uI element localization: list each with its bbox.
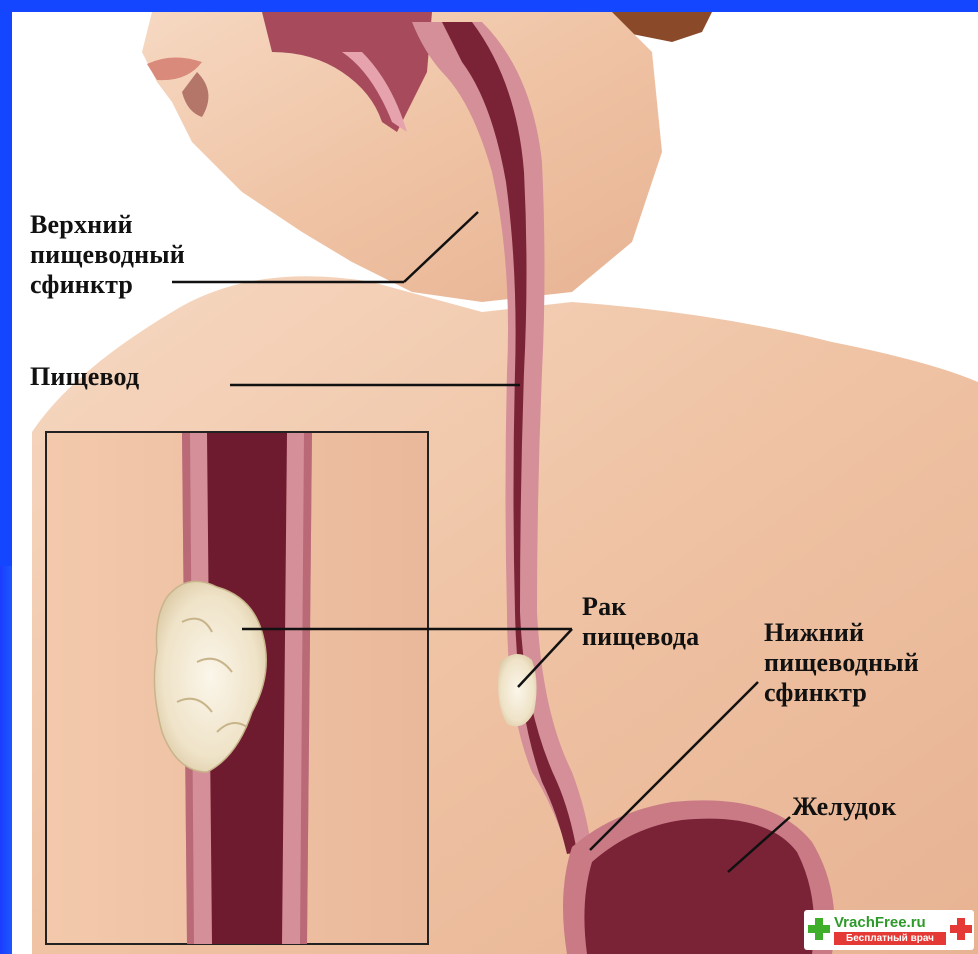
label-cancer-line-1: Рак [582,592,699,622]
logo-tagline: Бесплатный врач [834,932,946,945]
blue-frame-left [0,0,12,566]
tumor-small [498,654,536,726]
label-cancer-line-2: пищевода [582,622,699,652]
blue-frame-top [0,0,978,12]
label-stomach: Желудок [792,792,896,822]
anatomy-illustration: Верхний пищеводный сфинктр Пищевод Рак п… [12,12,978,954]
label-esophagus: Пищевод [30,362,139,392]
label-lower-sphincter-line-2: пищеводный [764,648,919,678]
label-upper-sphincter-line-3: сфинктр [30,270,185,300]
logo-brand-text: VrachFree.ru [834,914,926,931]
label-upper-sphincter-line-2: пищеводный [30,240,185,270]
label-cancer: Рак пищевода [582,592,699,652]
plus-cross-icon [808,918,830,940]
label-lower-sphincter-line-1: Нижний [764,618,919,648]
vrachfree-logo: VrachFree.ru Бесплатный врач [804,910,974,950]
label-lower-sphincter: Нижний пищеводный сфинктр [764,618,919,708]
plus-cross-icon-red [950,918,972,940]
label-upper-sphincter: Верхний пищеводный сфинктр [30,210,185,300]
label-lower-sphincter-line-3: сфинктр [764,678,919,708]
label-upper-sphincter-line-1: Верхний [30,210,185,240]
